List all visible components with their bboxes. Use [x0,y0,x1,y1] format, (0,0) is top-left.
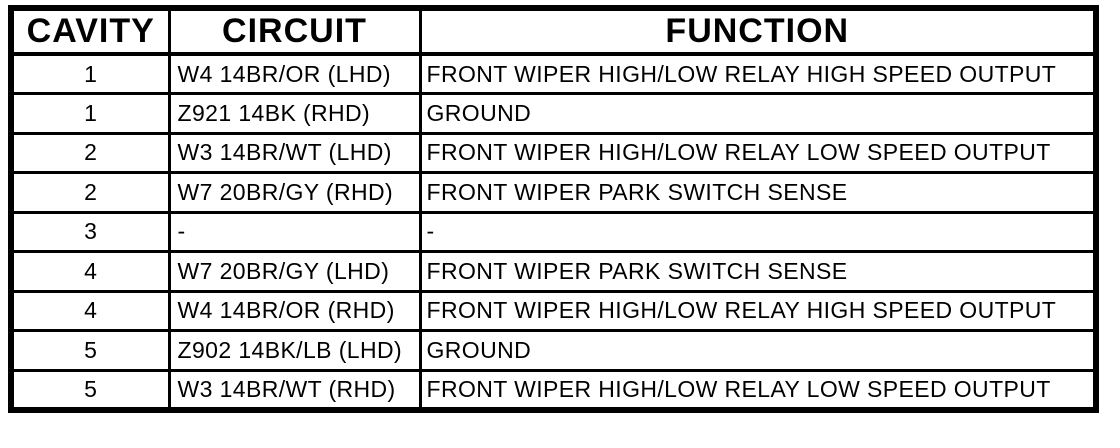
function-cell: FRONT WIPER HIGH/LOW RELAY LOW SPEED OUT… [418,368,1098,411]
circuit-cell: W4 14BR/OR (LHD) [167,52,422,95]
circuit-cell: Z902 14BK/LB (LHD) [167,329,422,372]
header-row: CAVITY CIRCUIT FUNCTION [9,6,1098,56]
function-cell: FRONT WIPER HIGH/LOW RELAY HIGH SPEED OU… [418,52,1098,95]
circuit-cell: - [167,210,422,253]
circuit-cell: W7 20BR/GY (RHD) [167,171,422,214]
table-row: 1 Z921 14BK (RHD) GROUND [9,92,1098,135]
table-row: 4 W7 20BR/GY (LHD) FRONT WIPER PARK SWIT… [9,250,1098,293]
function-cell: FRONT WIPER PARK SWITCH SENSE [418,171,1098,214]
cavity-cell: 5 [9,329,171,372]
circuit-cell: Z921 14BK (RHD) [167,92,422,135]
table-row: 3 - - [9,210,1098,253]
cavity-cell: 3 [9,210,171,253]
column-header-function: FUNCTION [418,6,1098,56]
cavity-cell: 2 [9,131,171,174]
circuit-cell: W4 14BR/OR (RHD) [167,289,422,332]
table-row: 2 W7 20BR/GY (RHD) FRONT WIPER PARK SWIT… [9,171,1098,214]
function-cell: FRONT WIPER HIGH/LOW RELAY HIGH SPEED OU… [418,289,1098,332]
table-row: 2 W3 14BR/WT (LHD) FRONT WIPER HIGH/LOW … [9,131,1098,174]
circuit-cell: W3 14BR/WT (RHD) [167,368,422,411]
circuit-cell: W7 20BR/GY (LHD) [167,250,422,293]
function-cell: GROUND [418,92,1098,135]
table-row: 5 W3 14BR/WT (RHD) FRONT WIPER HIGH/LOW … [9,368,1098,411]
column-header-circuit: CIRCUIT [167,6,422,56]
function-cell: GROUND [418,329,1098,372]
function-cell: - [418,210,1098,253]
cavity-cell: 1 [9,52,171,95]
cavity-cell: 4 [9,289,171,332]
function-cell: FRONT WIPER PARK SWITCH SENSE [418,250,1098,293]
cavity-cell: 2 [9,171,171,214]
table-row: 5 Z902 14BK/LB (LHD) GROUND [9,329,1098,372]
function-cell: FRONT WIPER HIGH/LOW RELAY LOW SPEED OUT… [418,131,1098,174]
cavity-cell: 1 [9,92,171,135]
table-row: 4 W4 14BR/OR (RHD) FRONT WIPER HIGH/LOW … [9,289,1098,332]
column-header-cavity: CAVITY [9,6,171,56]
pinout-table: CAVITY CIRCUIT FUNCTION 1 W4 14BR/OR (LH… [8,5,1099,413]
table-row: 1 W4 14BR/OR (LHD) FRONT WIPER HIGH/LOW … [9,52,1098,95]
circuit-cell: W3 14BR/WT (LHD) [167,131,422,174]
cavity-cell: 5 [9,368,171,411]
cavity-cell: 4 [9,250,171,293]
